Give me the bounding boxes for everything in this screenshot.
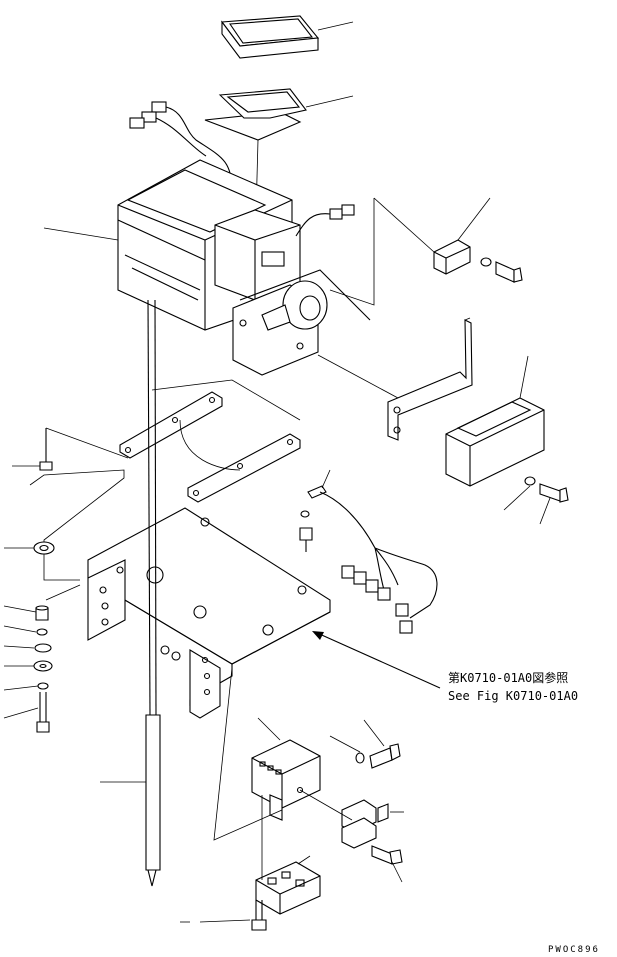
washer-bolt-lower	[355, 743, 401, 769]
wiring-harness-right	[341, 547, 438, 634]
relay-pair	[341, 799, 389, 849]
bolt-lower-right	[371, 845, 403, 865]
heater-unit	[117, 159, 301, 331]
leader-filter-gasket	[305, 95, 354, 108]
hardware-stack-left	[33, 605, 53, 733]
mount-bracket-lower	[187, 433, 301, 503]
bolt-bottom	[251, 900, 267, 931]
leader-bracket	[464, 317, 471, 321]
clip-center	[299, 485, 327, 552]
base-plate	[87, 507, 331, 719]
blower-motor	[232, 269, 371, 376]
connector-cluster-top	[129, 101, 233, 191]
bracket-l	[387, 319, 473, 441]
connector-heater-right	[295, 204, 355, 237]
filter-top	[220, 15, 320, 59]
mount-bracket-upper	[119, 391, 223, 459]
washer-bolt-right	[524, 476, 569, 503]
relay-top-right	[433, 239, 523, 283]
reference-label-en: See Fig K0710-01A0	[448, 689, 578, 703]
vertical-rod	[145, 299, 161, 887]
reference-arrow	[312, 631, 441, 689]
filter-gasket	[204, 88, 307, 141]
relay-box-lower	[251, 739, 321, 821]
leader-filter-top	[317, 21, 354, 31]
leader-relay	[457, 197, 491, 241]
leader-controller	[519, 355, 529, 399]
drawing-code: PWOC896	[548, 945, 600, 955]
reference-label-jp: 第K0710-01A0図参照	[448, 670, 568, 685]
controller-box	[445, 397, 545, 487]
leader-heater-unit	[43, 227, 119, 241]
bolt-left-top	[39, 428, 53, 471]
